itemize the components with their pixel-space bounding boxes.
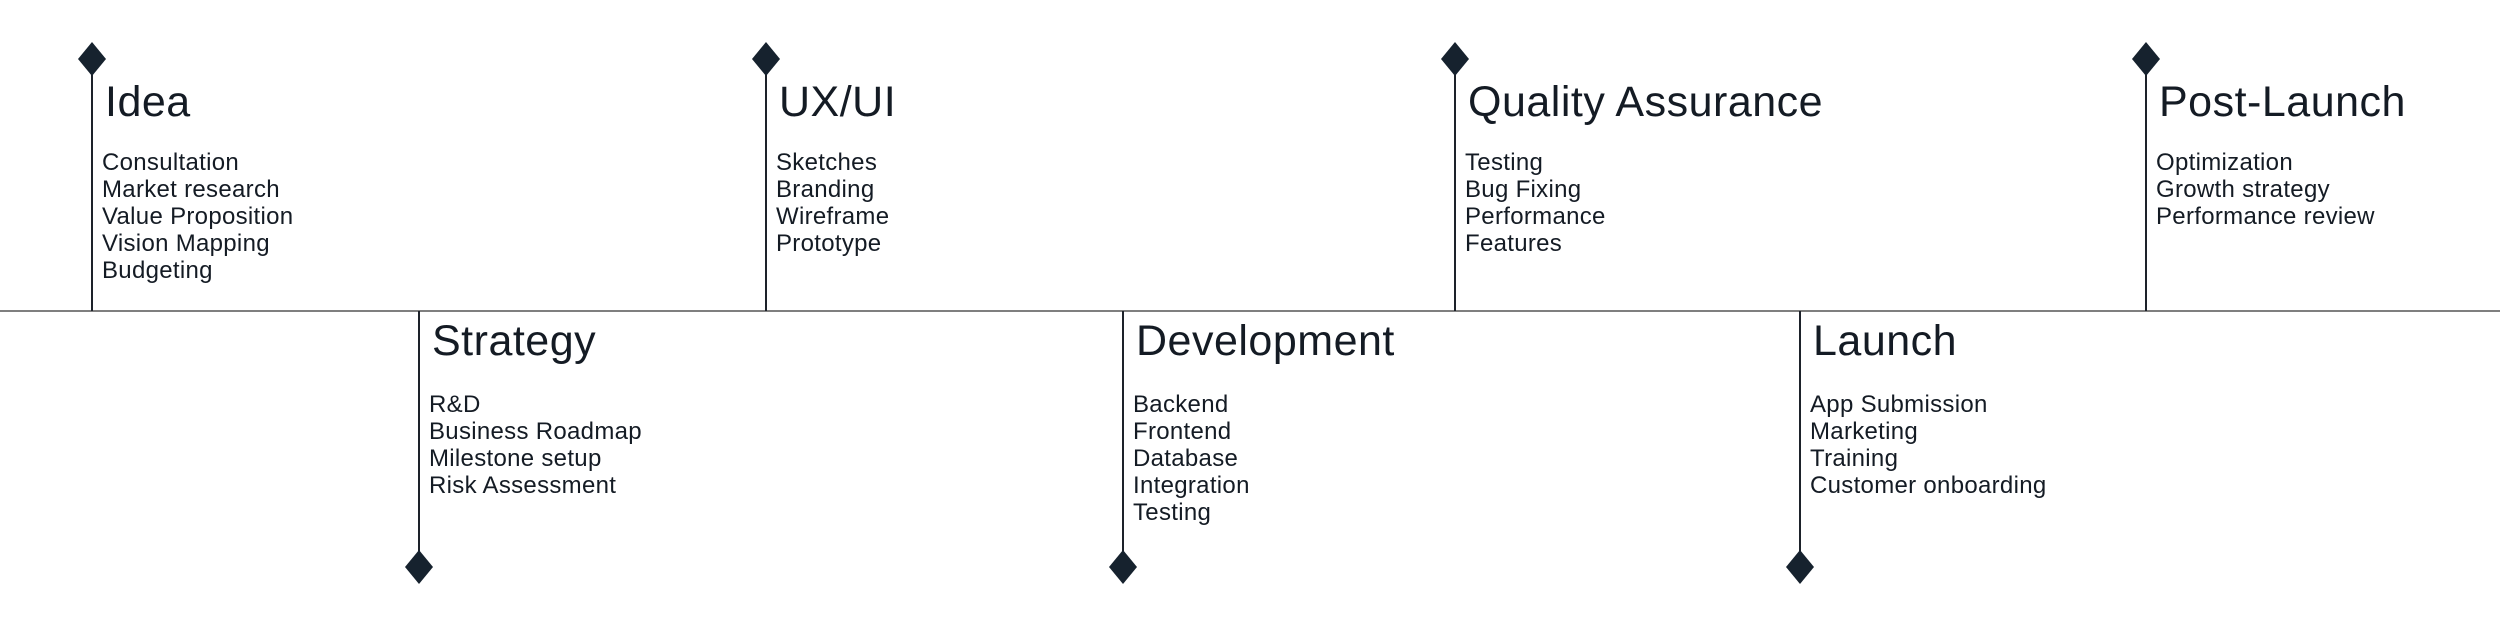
phase-item: Value Proposition bbox=[102, 203, 294, 230]
phase-connector-line bbox=[1799, 311, 1801, 567]
phase-title: Strategy bbox=[432, 317, 597, 365]
phase-item: Risk Assessment bbox=[429, 472, 617, 499]
phase-item: Marketing bbox=[1810, 418, 1919, 445]
milestone-diamond-icon bbox=[752, 42, 780, 76]
phase-item: Testing bbox=[1465, 149, 1544, 176]
phase-item: Training bbox=[1810, 445, 1899, 472]
milestone-diamond-icon bbox=[1441, 42, 1469, 76]
milestone-diamond-icon bbox=[405, 550, 433, 584]
phase-item: Growth strategy bbox=[2156, 176, 2330, 203]
phase-title: Post-Launch bbox=[2159, 78, 2406, 126]
timeline-axis bbox=[0, 310, 2500, 312]
phase-item: Performance review bbox=[2156, 203, 2375, 230]
phase-item: Testing bbox=[1133, 499, 1212, 526]
phase-item: Branding bbox=[776, 176, 875, 203]
phase-item: Sketches bbox=[776, 149, 878, 176]
phase-item: Frontend bbox=[1133, 418, 1232, 445]
phase-item: Business Roadmap bbox=[429, 418, 642, 445]
phase-item: Market research bbox=[102, 176, 280, 203]
phase-connector-line bbox=[2145, 59, 2147, 311]
phase-item: Features bbox=[1465, 230, 1563, 257]
phase-item: Database bbox=[1133, 445, 1239, 472]
phase-title: Launch bbox=[1813, 317, 1958, 365]
milestone-diamond-icon bbox=[1786, 550, 1814, 584]
phase-item: Prototype bbox=[776, 230, 882, 257]
phase-title: Quality Assurance bbox=[1468, 78, 1824, 126]
phase-title: Development bbox=[1136, 317, 1395, 365]
phase-title: Idea bbox=[105, 78, 191, 126]
milestone-diamond-icon bbox=[2132, 42, 2160, 76]
phase-item: Consultation bbox=[102, 149, 240, 176]
phase-item: Optimization bbox=[2156, 149, 2293, 176]
phase-connector-line bbox=[1454, 59, 1456, 311]
phase-item: Customer onboarding bbox=[1810, 472, 2047, 499]
milestone-diamond-icon bbox=[78, 42, 106, 76]
milestone-diamond-icon bbox=[1109, 550, 1137, 584]
phase-connector-line bbox=[1122, 311, 1124, 567]
phase-item: Integration bbox=[1133, 472, 1250, 499]
phase-connector-line bbox=[91, 59, 93, 311]
phase-title: UX/UI bbox=[779, 78, 897, 126]
phase-connector-line bbox=[765, 59, 767, 311]
phase-connector-line bbox=[418, 311, 420, 567]
phase-item: Milestone setup bbox=[429, 445, 602, 472]
phase-item: Performance bbox=[1465, 203, 1606, 230]
phase-item: Bug Fixing bbox=[1465, 176, 1582, 203]
phase-item: Wireframe bbox=[776, 203, 890, 230]
phase-item: Backend bbox=[1133, 391, 1229, 418]
phase-item: App Submission bbox=[1810, 391, 1988, 418]
phase-item: Vision Mapping bbox=[102, 230, 270, 257]
phase-item: R&D bbox=[429, 391, 481, 418]
phase-item: Budgeting bbox=[102, 257, 213, 284]
